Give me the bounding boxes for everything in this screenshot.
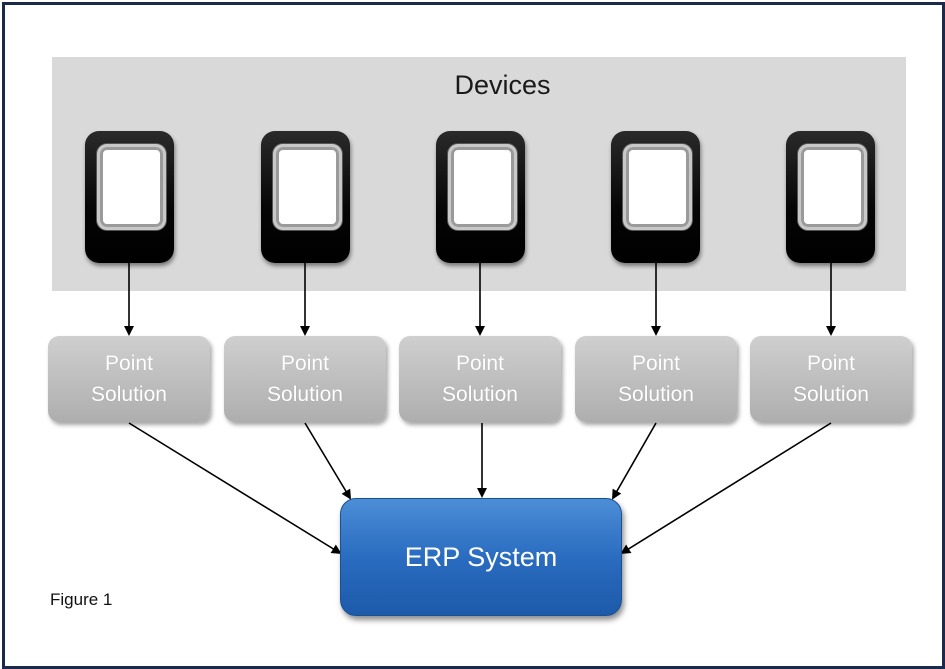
point-solution-line1: Point [807,352,855,375]
solution-to-erp-arrow [620,422,832,555]
figure-label: Figure 1 [50,590,113,609]
solution-to-erp-arrow [612,422,657,500]
point-solution-line2: Solution [91,383,167,406]
device-screen [623,144,692,230]
point-solution-line2: Solution [793,383,869,406]
mobile-device-icon [436,131,525,263]
point-solution-line2: Solution [442,383,518,406]
point-solution-line1: Point [456,352,504,375]
point-solution-line1: Point [281,352,329,375]
devices-title: Devices [454,70,551,100]
device-screen [798,144,867,230]
solution-to-erp-arrow [304,422,352,500]
device-screen [448,144,517,230]
point-solution-line1: Point [632,352,680,375]
solution-to-erp-arrow [128,422,342,555]
device-screen [97,144,166,230]
mobile-device-icon [85,131,174,263]
point-solution-line2: Solution [267,383,343,406]
mobile-device-icon [786,131,875,263]
device-screen [273,144,342,230]
point-solution-line1: Point [105,352,153,375]
erp-system-box: ERP System [340,498,622,616]
erp-system-label: ERP System [404,541,558,572]
mobile-device-icon [261,131,350,263]
mobile-device-icon [611,131,700,263]
point-solution-line2: Solution [618,383,694,406]
